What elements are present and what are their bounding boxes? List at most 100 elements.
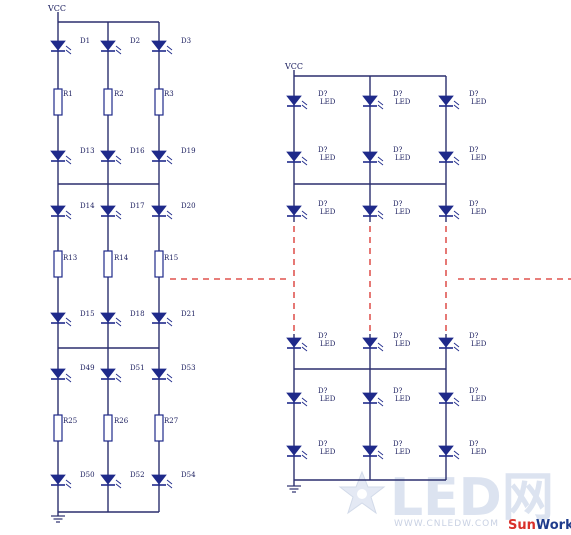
led-icon <box>151 205 173 220</box>
led-icon <box>438 205 460 220</box>
resistor-label: R15 <box>164 254 178 262</box>
resistor-icon <box>103 250 113 278</box>
led-icon <box>362 392 384 407</box>
led-designator: D? <box>318 200 328 208</box>
led-designator: D? <box>318 90 328 98</box>
led-icon <box>362 95 384 110</box>
led-label: D49 <box>80 364 95 372</box>
led-designator: D? <box>469 200 479 208</box>
led-label: D17 <box>130 202 145 210</box>
led-icon <box>438 337 460 352</box>
watermark: LED网 WWW.CNLEDW.COM <box>338 468 554 529</box>
led-icon <box>362 445 384 460</box>
led-icon <box>50 40 72 55</box>
led-icon <box>50 150 72 165</box>
led-icon <box>100 205 122 220</box>
led-icon <box>50 474 72 489</box>
led-icon <box>100 150 122 165</box>
watermark-logo: LED网 <box>390 468 554 528</box>
resistor-label: R26 <box>114 417 129 425</box>
resistor-label: R1 <box>63 90 73 98</box>
right-vcc-label: VCC <box>284 62 303 71</box>
led-designator: D? <box>393 90 403 98</box>
resistor-icon <box>103 88 113 116</box>
led-value: LED <box>320 448 336 456</box>
led-icon <box>50 368 72 383</box>
led-icon <box>100 312 122 327</box>
led-icon <box>362 337 384 352</box>
led-icon <box>151 312 173 327</box>
right-column-2: D? LED D? LED D? LED D? LED D? LED D? LE… <box>362 90 411 460</box>
led-icon <box>100 474 122 489</box>
resistor-label: R14 <box>114 254 129 262</box>
led-icon <box>286 205 308 220</box>
resistor-label: R2 <box>114 90 124 98</box>
led-value: LED <box>320 395 336 403</box>
led-icon <box>151 368 173 383</box>
led-icon <box>438 151 460 166</box>
led-label: D20 <box>181 202 196 210</box>
resistor-label: R13 <box>63 254 77 262</box>
led-icon <box>286 392 308 407</box>
led-icon <box>286 337 308 352</box>
resistor-icon <box>53 88 63 116</box>
led-value: LED <box>471 340 487 348</box>
left-column-3: D3 R3 D19 D20 R15 D21 D53 R27 D54 <box>151 37 196 489</box>
led-label: D18 <box>130 310 145 318</box>
led-value: LED <box>471 208 487 216</box>
right-circuit: VCC D? LED D? LED D? LED D? LED <box>284 62 487 493</box>
led-designator: D? <box>318 332 328 340</box>
right-column-1: D? LED D? LED D? LED D? LED D? LED D? LE… <box>286 90 336 460</box>
led-designator: D? <box>393 332 403 340</box>
led-label: D3 <box>181 37 191 45</box>
led-icon <box>362 205 384 220</box>
led-designator: D? <box>318 440 328 448</box>
led-icon <box>438 445 460 460</box>
led-designator: D? <box>318 146 328 154</box>
led-label: D14 <box>80 202 95 210</box>
led-label: D51 <box>130 364 145 372</box>
led-label: D50 <box>80 471 95 479</box>
led-icon <box>151 474 173 489</box>
resistor-icon <box>154 250 164 278</box>
resistor-icon <box>53 414 63 442</box>
led-value: LED <box>395 98 411 106</box>
led-value: LED <box>471 448 487 456</box>
led-icon <box>50 205 72 220</box>
led-value: LED <box>471 395 487 403</box>
led-value: LED <box>471 98 487 106</box>
left-column-1: D1 R1 D13 D14 R13 D15 D49 R25 D50 <box>50 37 95 489</box>
led-value: LED <box>395 154 411 162</box>
brand-first: Sun <box>508 518 536 533</box>
led-label: D52 <box>130 471 145 479</box>
led-designator: D? <box>393 200 403 208</box>
led-icon <box>362 151 384 166</box>
left-column-2: D2 R2 D16 D17 R14 D18 D51 R26 D52 <box>100 37 145 489</box>
led-value: LED <box>320 154 336 162</box>
led-value: LED <box>395 448 411 456</box>
led-value: LED <box>395 340 411 348</box>
led-designator: D? <box>469 90 479 98</box>
led-icon <box>286 95 308 110</box>
led-designator: D? <box>469 146 479 154</box>
watermark-star-icon <box>338 470 386 515</box>
resistor-icon <box>103 414 113 442</box>
led-value: LED <box>320 208 336 216</box>
led-designator: D? <box>469 387 479 395</box>
led-designator: D? <box>318 387 328 395</box>
led-icon <box>100 40 122 55</box>
led-designator: D? <box>393 387 403 395</box>
left-ground-icon <box>50 515 66 523</box>
led-label: D21 <box>181 310 196 318</box>
brand-second: Work <box>536 518 571 533</box>
led-icon <box>151 150 173 165</box>
led-designator: D? <box>469 440 479 448</box>
resistor-label: R25 <box>63 417 77 425</box>
led-icon <box>286 151 308 166</box>
led-designator: D? <box>393 146 403 154</box>
led-icon <box>50 312 72 327</box>
led-label: D1 <box>80 37 90 45</box>
led-icon <box>151 40 173 55</box>
led-icon <box>438 392 460 407</box>
